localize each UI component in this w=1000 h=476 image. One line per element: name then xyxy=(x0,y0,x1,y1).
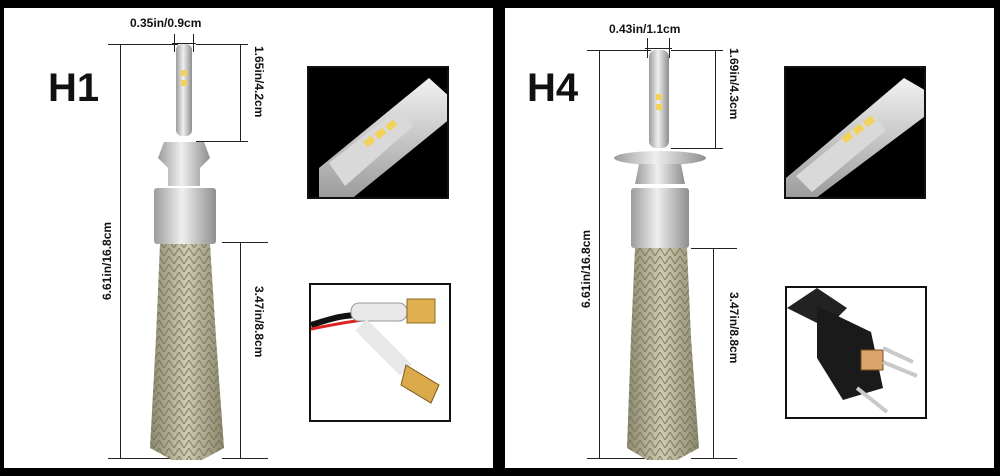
top-extension-line-bottom xyxy=(196,141,248,142)
led-tip xyxy=(176,44,192,136)
width-dimension-label: 0.35in/0.9cm xyxy=(130,16,202,30)
top-extension-line xyxy=(671,50,723,51)
cable-extension-top xyxy=(222,242,268,243)
total-dimension-line xyxy=(120,44,121,458)
h4-bulb-illustration xyxy=(614,50,706,460)
top-dimension-line xyxy=(715,50,716,148)
total-extension-top xyxy=(587,50,651,51)
bulb-base xyxy=(158,142,210,186)
cable-extension-top xyxy=(691,248,737,249)
h1-panel: H1 0.35in/0.9cm 1.65in/4.2cm 6.61in/16.8… xyxy=(4,8,493,468)
bulb-base xyxy=(635,164,685,184)
width-line xyxy=(172,43,196,44)
h1-bulb-illustration xyxy=(150,44,224,460)
h4-flange xyxy=(614,151,706,165)
h1-connector-thumbnail xyxy=(309,283,451,422)
width-line xyxy=(645,48,672,49)
heatsink-body xyxy=(631,188,689,248)
total-extension-bottom xyxy=(587,458,651,459)
h4-connector-thumbnail xyxy=(785,286,927,419)
top-dimension-line xyxy=(240,44,241,141)
width-dimension-label: 0.43in/1.1cm xyxy=(609,22,681,36)
led-chip-thumbnail xyxy=(784,66,926,199)
cable-extension-bottom xyxy=(691,458,737,459)
total-extension-top xyxy=(108,44,178,45)
cable-dimension-line xyxy=(713,248,714,458)
h4-panel: H4 0.43in/1.1cm 1.69in/4.3cm 6.61in/16.8… xyxy=(505,8,994,468)
model-title: H4 xyxy=(527,66,579,110)
cable-extension-bottom xyxy=(222,458,268,459)
led-chip-thumbnail xyxy=(307,66,449,199)
total-extension-bottom xyxy=(108,458,178,459)
model-title: H1 xyxy=(48,66,100,110)
total-dimension-line xyxy=(599,50,600,458)
heatsink-body xyxy=(154,188,216,244)
top-extension-line xyxy=(196,44,248,45)
top-extension-line-bottom xyxy=(671,148,723,149)
cable-dimension-line xyxy=(240,242,241,458)
